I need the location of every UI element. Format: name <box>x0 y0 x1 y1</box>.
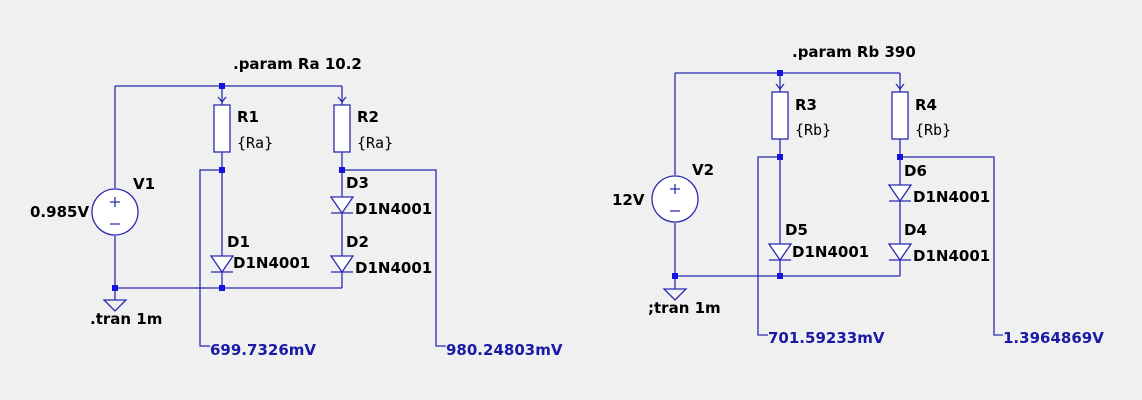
diode-d3-name: D3 <box>346 174 369 192</box>
source-v1-name: V1 <box>133 175 155 193</box>
tran-directive-left: .tran 1m <box>90 310 162 328</box>
resistor-r2-value: {Ra} <box>357 134 393 152</box>
probe-voltage-left-a: 699.7326mV <box>210 341 316 359</box>
source-v1-value: 0.985V <box>30 203 89 221</box>
diode-d5-name: D5 <box>785 221 808 239</box>
diode-d6-name: D6 <box>904 162 927 180</box>
diode-d5[interactable] <box>767 243 793 262</box>
diode-d2[interactable] <box>329 255 355 274</box>
resistor-r3[interactable] <box>771 91 789 140</box>
diode-d6-model: D1N4001 <box>913 188 990 206</box>
resistor-r4-name: R4 <box>915 96 937 114</box>
resistor-r1[interactable] <box>213 104 231 153</box>
resistor-r2-name: R2 <box>357 108 379 126</box>
circuit-right: .param Rb 390 V2 12V R3 {Rb} R4 {Rb} D6 … <box>612 43 1104 347</box>
wires-left <box>114 85 446 347</box>
source-v2-name: V2 <box>692 161 714 179</box>
resistor-r4-value: {Rb} <box>915 121 951 139</box>
diode-d2-model: D1N4001 <box>355 259 432 277</box>
resistor-r1-value: {Ra} <box>237 134 273 152</box>
voltage-source-v2[interactable] <box>651 175 699 223</box>
resistor-r1-name: R1 <box>237 108 259 126</box>
voltage-source-v1[interactable] <box>91 188 139 236</box>
probe-voltage-right-a: 701.59233mV <box>768 329 885 347</box>
probe-voltage-right-b: 1.3964869V <box>1003 329 1104 347</box>
junction-dots-right <box>672 70 903 279</box>
diode-d3[interactable] <box>329 196 355 215</box>
param-directive-rb: .param Rb 390 <box>792 43 916 61</box>
diode-d6[interactable] <box>887 184 913 203</box>
resistor-r3-value: {Rb} <box>795 121 831 139</box>
diode-d2-name: D2 <box>346 233 369 251</box>
source-v2-value: 12V <box>612 191 645 209</box>
resistor-r3-name: R3 <box>795 96 817 114</box>
param-directive-ra: .param Ra 10.2 <box>233 55 362 73</box>
ground-symbol <box>102 299 128 312</box>
diode-d1[interactable] <box>209 255 235 274</box>
diode-d3-model: D1N4001 <box>355 200 432 218</box>
resistor-r4[interactable] <box>891 91 909 140</box>
diode-d4-model: D1N4001 <box>913 247 990 265</box>
wires-right <box>674 72 1003 336</box>
diode-d4[interactable] <box>887 243 913 262</box>
resistor-r2[interactable] <box>333 104 351 153</box>
junction-dots-left <box>112 83 345 291</box>
circuit-left: .param Ra 10.2 V1 0.985V R1 {Ra} R2 {Ra}… <box>30 55 563 359</box>
probe-voltage-left-b: 980.24803mV <box>446 341 563 359</box>
diode-d1-model: D1N4001 <box>233 254 310 272</box>
tran-directive-right: ;tran 1m <box>648 299 721 317</box>
diode-d1-name: D1 <box>227 233 250 251</box>
diode-d5-model: D1N4001 <box>792 243 869 261</box>
diode-d4-name: D4 <box>904 221 927 239</box>
ground-symbol <box>662 288 688 301</box>
